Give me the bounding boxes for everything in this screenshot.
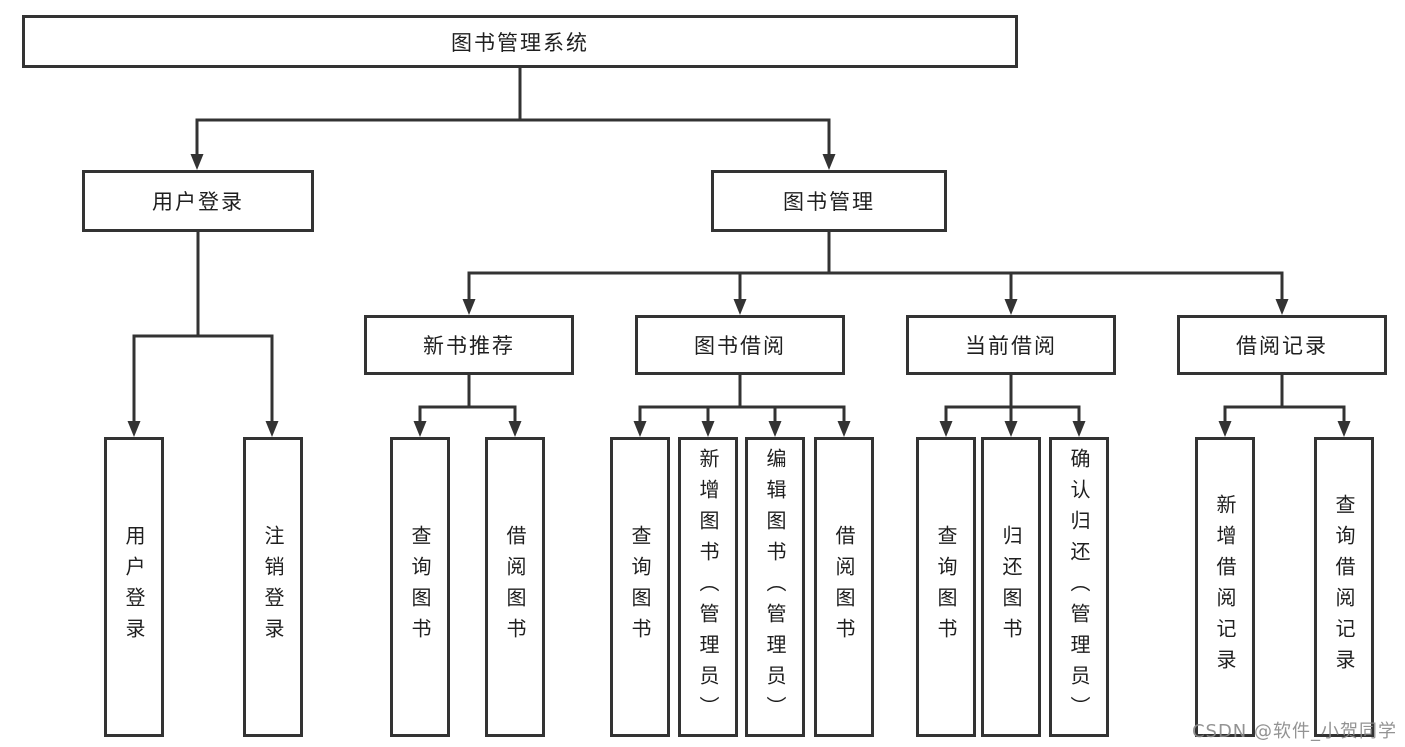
- node-book-borrowing: 图书借阅: [635, 315, 845, 375]
- watermark-text: CSDN @软件_小贺同学: [1191, 721, 1397, 742]
- leaf-logout: 注销登录: [243, 437, 303, 737]
- leaf-add-books-admin: 新增图书（管理员）: [678, 437, 738, 737]
- node-borrowing-records: 借阅记录: [1177, 315, 1387, 375]
- leaf-borrow-books: 借阅图书: [814, 437, 874, 737]
- node-book-management: 图书管理: [711, 170, 947, 232]
- leaf-add-borrow-record: 新增借阅记录: [1195, 437, 1255, 737]
- leaf-query-books-current: 查询图书: [916, 437, 976, 737]
- leaf-user-login: 用户登录: [104, 437, 164, 737]
- node-library-management-system: 图书管理系统: [22, 15, 1018, 68]
- leaf-return-books: 归还图书: [981, 437, 1041, 737]
- leaf-confirm-return-admin: 确认归还（管理员）: [1049, 437, 1109, 737]
- leaf-edit-books-admin: 编辑图书（管理员）: [745, 437, 805, 737]
- leaf-query-books-borrow: 查询图书: [610, 437, 670, 737]
- node-current-borrowing: 当前借阅: [906, 315, 1116, 375]
- node-new-book-recommendation: 新书推荐: [364, 315, 574, 375]
- leaf-query-borrow-record: 查询借阅记录: [1314, 437, 1374, 737]
- node-user-login: 用户登录: [82, 170, 314, 232]
- leaf-borrow-books-recommend: 借阅图书: [485, 437, 545, 737]
- leaf-query-books-recommend: 查询图书: [390, 437, 450, 737]
